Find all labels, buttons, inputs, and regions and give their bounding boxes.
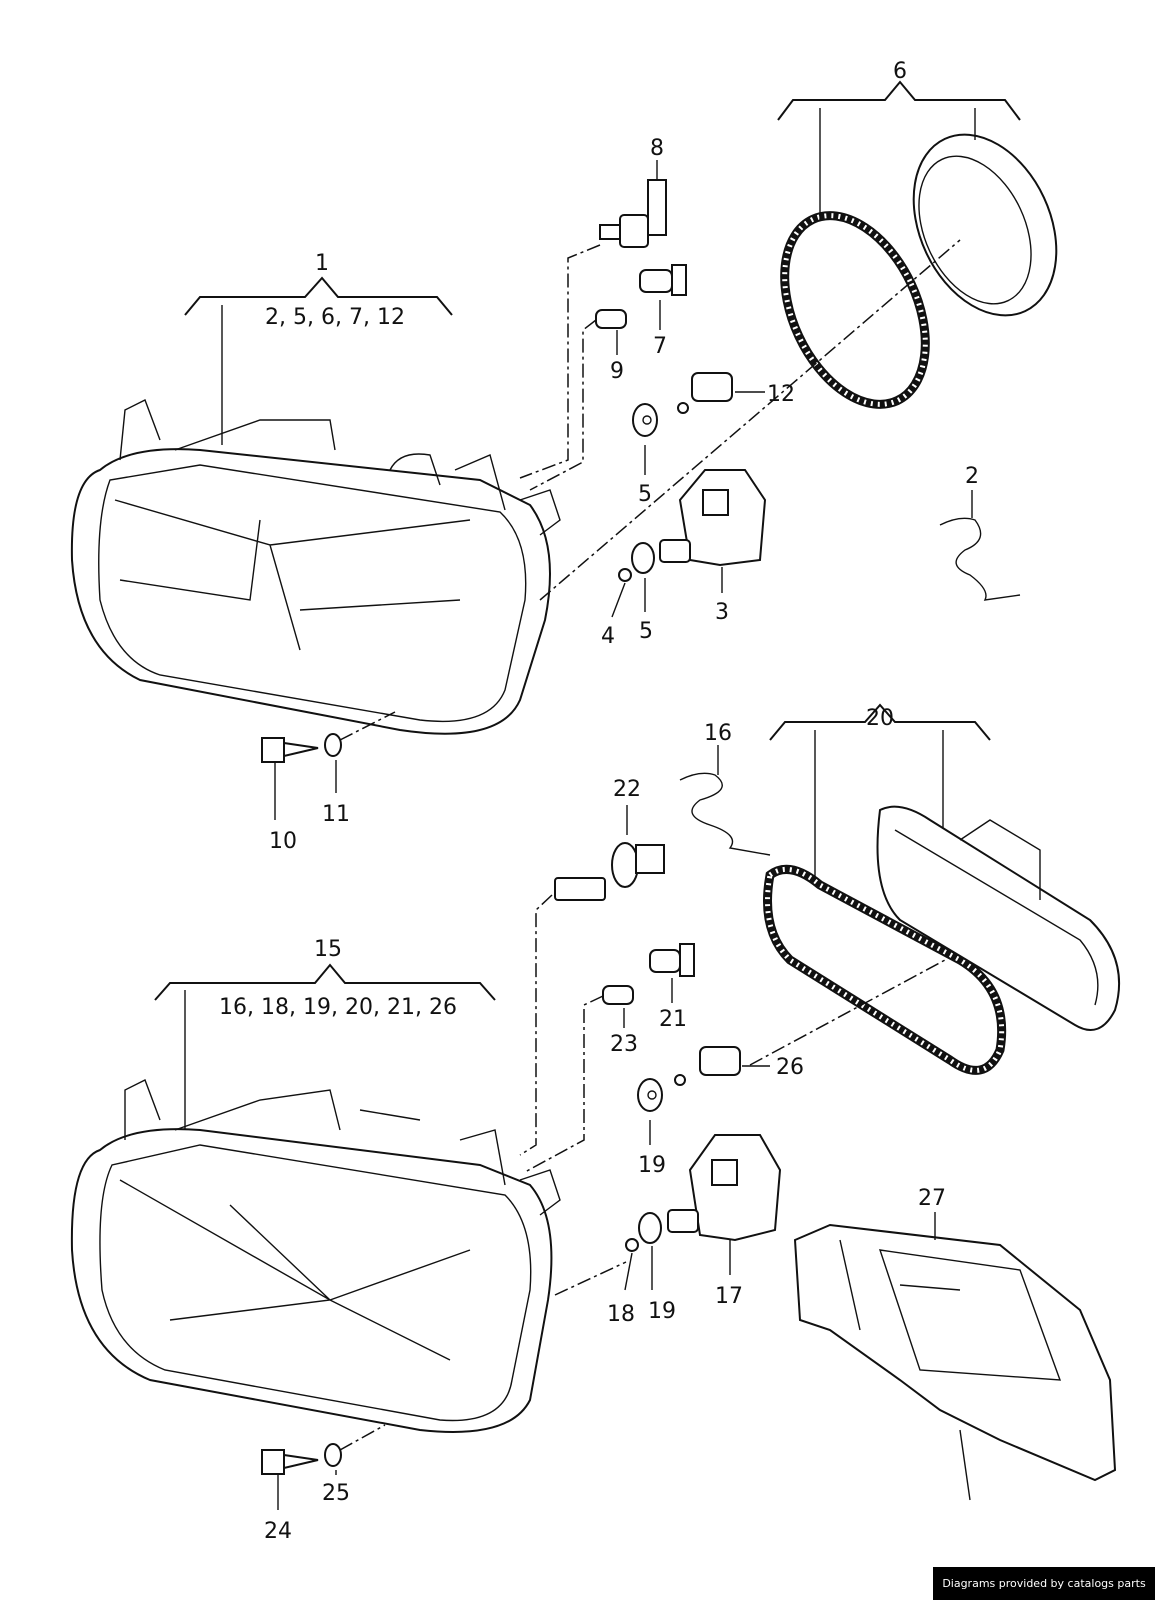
callout-5-top: 5 [638, 482, 652, 507]
callout-4: 4 [601, 624, 615, 649]
headlight-upper [70, 399, 561, 735]
callout-24: 24 [264, 1519, 292, 1544]
carrier-27 [793, 1212, 1117, 1501]
bulb-23 [524, 985, 634, 1173]
credit-banner: Diagrams provided by catalogs parts [933, 1567, 1155, 1600]
wire-2 [939, 517, 1021, 601]
frame-20 [876, 805, 1121, 1031]
callout-10: 10 [269, 829, 297, 854]
callout-17: 17 [715, 1284, 743, 1309]
callout-15: 15 [314, 937, 342, 962]
callout-18: 18 [607, 1302, 635, 1327]
bracket-1 [184, 276, 453, 316]
bulb-21 [649, 943, 695, 1003]
washer-25 [324, 1424, 386, 1475]
screw-24 [261, 1449, 319, 1510]
callout-19-top: 19 [638, 1153, 666, 1178]
bulb-7 [639, 264, 687, 330]
wire-16 [679, 772, 771, 856]
callout-15-contents: 16, 18, 19, 20, 21, 26 [219, 995, 457, 1020]
axis-26 [749, 959, 946, 1066]
callout-5-bottom: 5 [639, 619, 653, 644]
callout-26: 26 [776, 1055, 804, 1080]
gasket-20 [763, 864, 1007, 1075]
motor-3 [611, 469, 767, 618]
callout-12: 12 [767, 382, 795, 407]
washer-11 [324, 711, 396, 793]
callout-6: 6 [893, 59, 907, 84]
callout-27: 27 [918, 1186, 946, 1211]
callout-22: 22 [613, 777, 641, 802]
washer-19 [637, 1078, 663, 1145]
callout-labels: 1 2, 5, 6, 7, 12 6 8 7 9 12 5 2 3 4 5 11… [219, 59, 979, 1544]
bracket-15 [154, 963, 496, 1001]
callout-19-bottom: 19 [648, 1299, 676, 1324]
bulb-socket-26 [674, 1046, 770, 1086]
callout-3: 3 [715, 600, 729, 625]
headlight-lower [70, 1079, 561, 1433]
bulb-socket-12 [677, 372, 765, 414]
callout-1: 1 [315, 251, 329, 276]
motor-17 [554, 1134, 782, 1296]
washer-5 [632, 403, 658, 475]
bulb-8 [519, 160, 667, 479]
callout-1-contents: 2, 5, 6, 7, 12 [265, 305, 405, 330]
callout-25: 25 [322, 1481, 350, 1506]
bulb-9 [529, 309, 627, 491]
callout-7: 7 [653, 334, 667, 359]
callout-20: 20 [866, 706, 894, 731]
screw-10 [261, 737, 319, 820]
callout-8: 8 [650, 136, 664, 161]
callout-9: 9 [610, 359, 624, 384]
callout-11: 11 [322, 802, 350, 827]
bracket-20 [769, 703, 991, 741]
callout-16: 16 [704, 721, 732, 746]
bracket-6 [777, 80, 1021, 121]
bulb-22 [519, 805, 665, 1156]
callout-23: 23 [610, 1032, 638, 1057]
callout-21: 21 [659, 1007, 687, 1032]
callout-2: 2 [965, 464, 979, 489]
cover-6 [539, 133, 1058, 601]
